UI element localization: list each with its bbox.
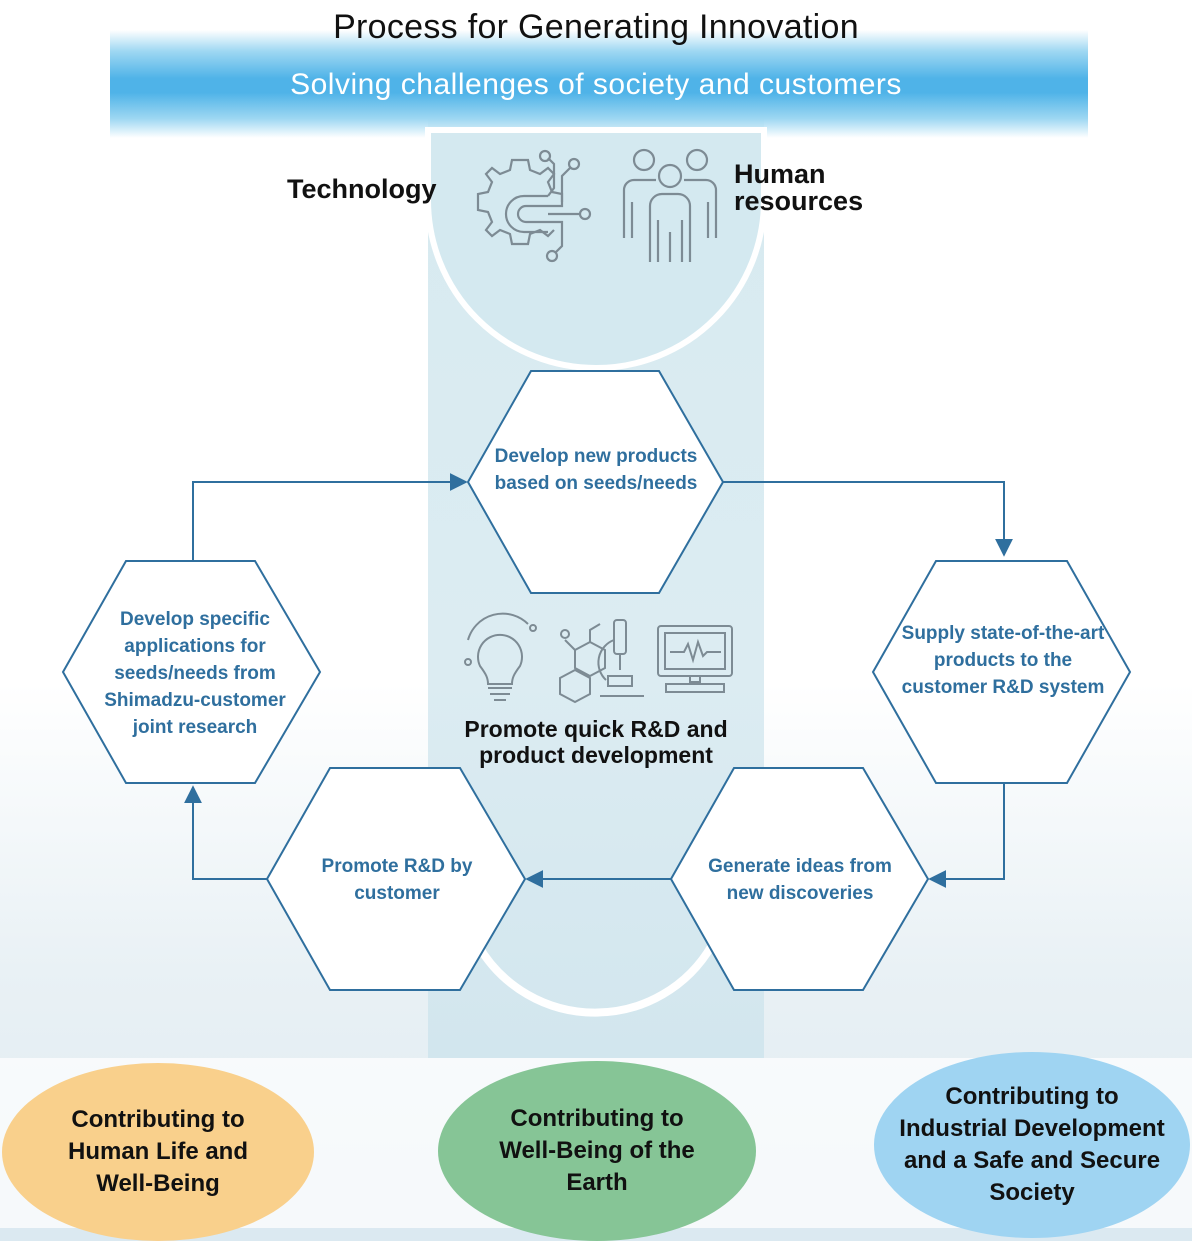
arrow-top-to-right <box>723 481 1013 557</box>
arrow-right-to-bottom-right <box>928 783 1005 888</box>
hexagon-right <box>871 560 1132 784</box>
arrow-left-to-top <box>192 473 468 561</box>
arrow-bottom-left-to-left <box>184 785 267 880</box>
page-subtitle: Solving challenges of society and custom… <box>290 68 902 101</box>
hexagon-top-text: Develop new products based on seeds/need… <box>494 446 698 494</box>
contribution-industrial-label: Contributing to Industrial Development a… <box>899 1083 1165 1206</box>
header-band <box>110 30 1088 138</box>
bottom-circle-arc <box>474 943 716 1017</box>
hexagon-right-text: Supply state-of-the-art products to the … <box>901 623 1105 698</box>
molecule-microscope-icon <box>559 619 644 704</box>
hexagon-bottom-right <box>669 767 930 991</box>
contribution-industrial: Contributing to Industrial Development a… <box>874 1052 1190 1238</box>
top-circle-arc <box>425 127 767 371</box>
lightbulb-icon <box>464 612 537 701</box>
human-resources-label-line1: Human <box>734 159 826 189</box>
contribution-earth-label: Contributing to Well-Being of the Earth <box>499 1105 695 1196</box>
center-caption: Promote quick R&D and product developmen… <box>464 716 728 768</box>
human-resources-label-line2: resources <box>734 186 864 216</box>
hexagon-left <box>61 560 322 784</box>
hexagon-bottom-left <box>265 767 527 991</box>
contribution-human-life-label: Contributing to Human Life and Well-Bein… <box>67 1106 248 1197</box>
hexagon-left-text: Develop specific applications for seeds/… <box>104 609 286 738</box>
page-title: Process for Generating Innovation <box>333 8 859 46</box>
contribution-earth: Contributing to Well-Being of the Earth <box>438 1061 756 1241</box>
technology-label: Technology <box>287 174 437 204</box>
monitor-waveform-icon <box>657 625 733 693</box>
people-group-icon <box>622 148 718 262</box>
gear-circuit-icon <box>476 149 592 263</box>
hexagon-bottom-left-text: Promote R&D by customer <box>321 856 473 904</box>
contribution-human-life: Contributing to Human Life and Well-Bein… <box>2 1063 314 1241</box>
hexagon-bottom-right-text: Generate ideas from new discoveries <box>708 856 892 904</box>
